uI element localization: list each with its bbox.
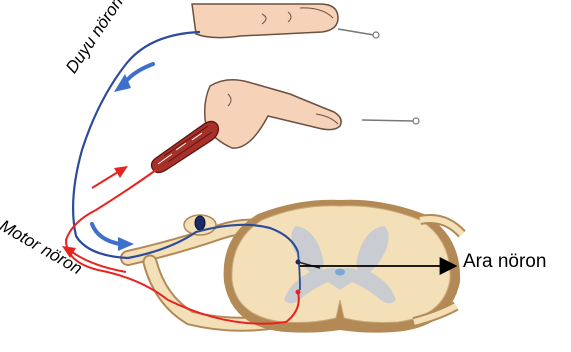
muscle-bundle	[152, 121, 219, 172]
ganglion-cell	[195, 216, 205, 230]
hand-withdrawn	[205, 80, 341, 148]
pin-bottom	[362, 118, 419, 124]
interneuron-label: Ara nöron	[463, 251, 546, 273]
motor-arrow-upper	[92, 166, 128, 188]
pin-top	[338, 29, 379, 38]
hand-touching-pin	[192, 4, 338, 38]
sensory-arrow-lower	[92, 224, 134, 251]
sensory-arrow-upper	[114, 64, 153, 92]
